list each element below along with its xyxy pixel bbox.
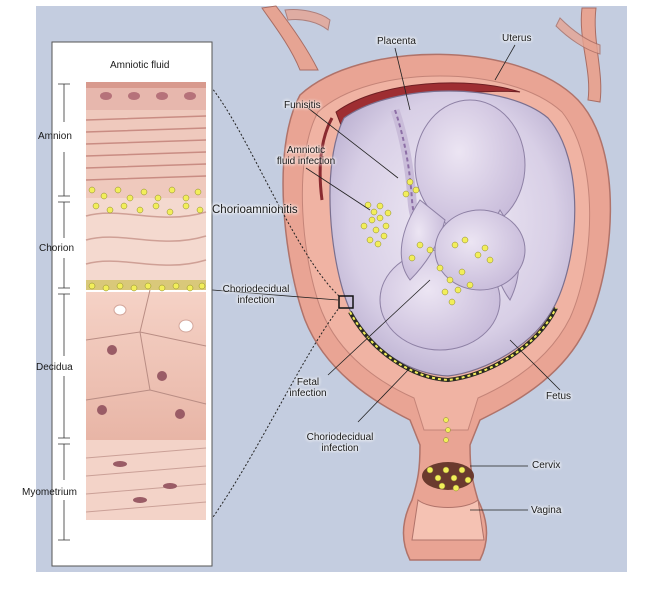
label-cervix: Cervix: [532, 460, 561, 471]
panel-bacteria: [88, 186, 206, 292]
label-choriodecidual-infection-lower: Choriodecidual infection: [306, 432, 374, 454]
layer-label-chorion: Chorion: [39, 243, 75, 254]
decidua-layer: [85, 289, 207, 440]
bacteria-clusters: [360, 178, 494, 306]
label-uterus: Uterus: [502, 33, 532, 44]
panel-title: Amniotic fluid: [110, 60, 170, 71]
fallopian-tubes: [261, 5, 602, 103]
leader-lines: [194, 44, 561, 511]
label-fetal-infection: Fetal infection: [289, 377, 327, 399]
fetus-figure: [379, 99, 526, 351]
layer-brackets: [58, 83, 70, 541]
magnified-region-box: [338, 295, 354, 309]
label-vagina: Vagina: [531, 505, 562, 516]
label-funisitis: Funisitis: [284, 100, 321, 111]
label-fetus: Fetus: [546, 391, 572, 402]
layer-label-decidua: Decidua: [36, 362, 73, 373]
layer-label-amnion: Amnion: [38, 131, 72, 142]
label-placenta: Placenta: [377, 36, 416, 47]
label-chorioamnionitis: Chorioamnionitis: [212, 204, 298, 216]
chorion-layer: [85, 198, 207, 290]
layer-label-myometrium: Myometrium: [22, 487, 78, 498]
label-amniotic-fluid-infection: Amniotic fluid infection: [276, 145, 336, 167]
cervix-bacteria: [422, 417, 474, 492]
amnion-layer: [85, 82, 207, 198]
myometrium-layer: [85, 440, 207, 520]
label-choriodecidual-infection-upper: Choriodecidual infection: [222, 284, 290, 306]
vagina: [411, 499, 485, 541]
